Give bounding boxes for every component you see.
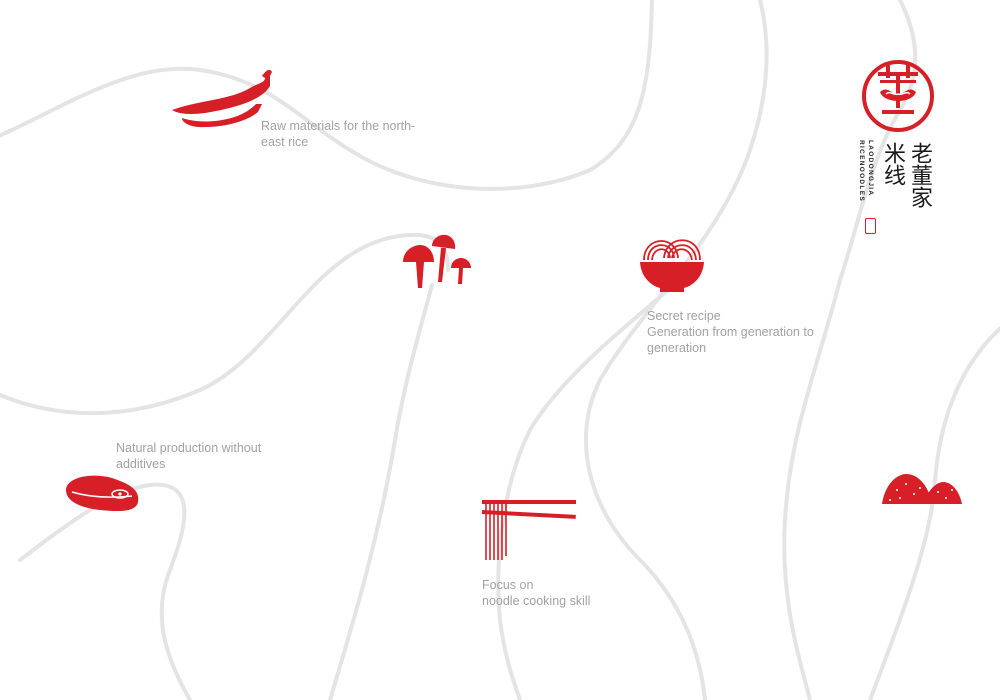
brand-en-line: RICENOODLES: [858, 140, 865, 202]
brand-name-en: LAODONGJIA: [866, 140, 874, 196]
caption-line: Secret recipe: [647, 309, 721, 323]
brand-en-line: LAODONGJIA: [867, 140, 874, 197]
track-line: [0, 0, 654, 191]
track-line: [496, 288, 670, 700]
track-line: [782, 0, 918, 700]
caption-line: east rice: [261, 135, 309, 149]
caption-natural-production: Natural production without additives: [116, 440, 261, 472]
brand-stamp-icon: [865, 218, 876, 234]
caption-line: Focus on: [482, 578, 534, 592]
chili-pepper-icon: [172, 69, 272, 128]
caption-line: Generation from generation to: [647, 325, 814, 339]
brand-seal-logo: [862, 60, 934, 132]
brand-subname-en: RICENOODLES: [857, 140, 865, 202]
caption-line: additives: [116, 457, 166, 471]
caption-focus-noodle: Focus on noodle cooking skill: [482, 577, 590, 609]
brand-subname-cn: 米线: [880, 142, 905, 186]
caption-line: Raw materials for the north-: [261, 119, 416, 133]
track-line: [868, 325, 1000, 700]
brand-name-cn: 老董家: [907, 142, 932, 208]
caption-secret-recipe: Secret recipe Generation from generation…: [647, 308, 814, 356]
track-line: [18, 482, 192, 700]
meat-slice-icon: [66, 475, 139, 512]
mushrooms-icon: [403, 234, 471, 288]
noodle-bowl-icon: [640, 239, 704, 292]
caption-line: generation: [647, 341, 707, 355]
track-line: [0, 232, 450, 416]
spice-piles-icon: [882, 473, 962, 504]
caption-raw-materials: Raw materials for the north- east rice: [261, 118, 415, 150]
caption-line: noodle cooking skill: [482, 594, 591, 608]
track-line: [328, 283, 434, 700]
chopsticks-noodles-icon: [481, 500, 576, 560]
track-line: [583, 0, 769, 700]
caption-line: Natural production without: [116, 441, 262, 455]
